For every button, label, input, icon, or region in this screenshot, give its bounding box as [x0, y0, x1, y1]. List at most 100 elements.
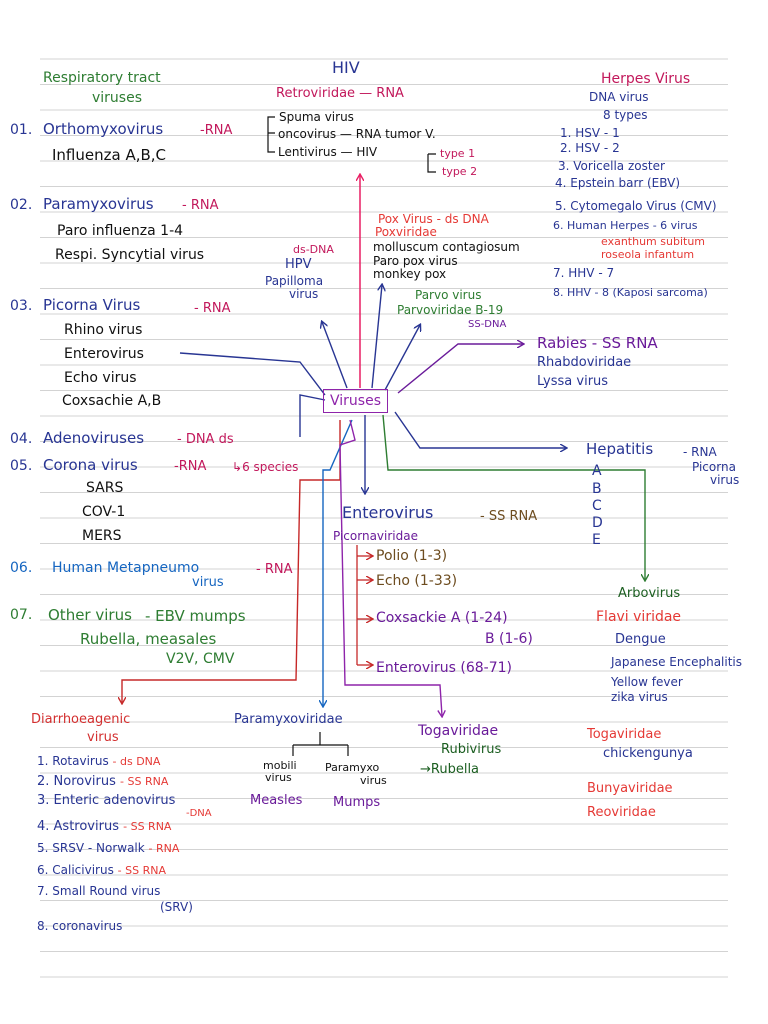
entero-item-entero: Enterovirus (68-71): [376, 660, 512, 676]
diarrhoea-item-2-text: 2. Norovirus: [37, 774, 116, 789]
diarrhoea-item-1-type: - ds DNA: [112, 755, 161, 768]
arbovirus-item-yf: Yellow fever: [611, 675, 683, 689]
arrow-to-paramyxoviridae: [323, 419, 353, 706]
hepatitis-note1: Picorna: [692, 460, 736, 474]
corona-note: ↳6 species: [232, 460, 299, 474]
herpes-item-8: 8. HHV - 8 (Kaposi sarcoma): [553, 286, 708, 299]
diarrhoea-item-6-type: - SS RNA: [117, 864, 166, 877]
hiv-lenti: Lentivirus — HIV: [278, 145, 378, 159]
diarrhoea-item-2: 2. Norovirus - SS RNA: [37, 775, 168, 788]
togaviridae-sub: Rubivirus: [441, 742, 502, 757]
resp-07-name: Other virus: [48, 606, 132, 624]
pox-item-1: molluscum contagiosum: [373, 240, 520, 254]
right-chik: chickengunya: [603, 746, 693, 761]
resp-02-name: Paramyxovirus: [43, 195, 154, 213]
papilloma-name: Papilloma: [265, 274, 324, 288]
arrow-to-arbovirus: [382, 414, 645, 580]
herpes-item-6: 6. Human Herpes - 6 virus: [553, 219, 698, 232]
paramyxo-left-2: virus: [265, 771, 292, 784]
resp-03-num: 03.: [10, 298, 33, 314]
diarrhoea-item-5: 5. SRSV - Norwalk - RNA: [37, 842, 179, 854]
pox-item-3: monkey pox: [373, 267, 447, 281]
herpes-title: Herpes Virus: [601, 71, 691, 87]
diarrhoea-item-5-type: - RNA: [148, 842, 180, 855]
diarrhoea-subtitle: virus: [87, 730, 119, 745]
entero-item-coxsackie-b: B (1-6): [485, 631, 533, 647]
resp-07-num: 07.: [10, 607, 33, 623]
hepatitis-letter-a: A: [592, 463, 602, 479]
herpes-item-2: 2. HSV - 2: [560, 141, 620, 155]
diarrhoea-item-6-text: 6. Calicivirus: [37, 863, 114, 877]
hepatitis-letter-d: D: [592, 515, 603, 531]
respiratory-subtitle: viruses: [92, 90, 143, 106]
resp-04-type: - DNA ds: [177, 432, 234, 447]
enterovirus-type: - SS RNA: [480, 509, 538, 524]
papilloma-hpv: HPV: [285, 257, 312, 272]
hhv6-note-2: roseola infantum: [601, 248, 695, 261]
resp-06-name: Human Metapneumo: [52, 560, 200, 576]
togaviridae-title: Togaviridae: [418, 723, 499, 739]
diarrhoea-item-3: 3. Enteric adenovirus: [37, 793, 176, 808]
rabies-family: Rhabdoviridae: [537, 355, 632, 370]
herpes-item-3: 3. Voricella zoster: [558, 159, 665, 173]
paramyxo-right-1: Paramyxo: [325, 761, 380, 774]
resp-04-name: Adenoviruses: [43, 429, 145, 447]
parvo-type: SS-DNA: [468, 319, 507, 330]
resp-01-sub-0: Influenza A,B,C: [52, 146, 167, 164]
papilloma-type: ds-DNA: [293, 243, 334, 256]
herpes-sub2: 8 types: [603, 108, 648, 122]
pox-family: Poxviridae: [375, 225, 437, 239]
diarrhoea-item-4-type: - SS RNA: [123, 820, 172, 833]
right-toga: Togaviridae: [587, 727, 662, 742]
resp-06-type: - RNA: [256, 562, 293, 577]
entero-item-polio: Polio (1-3): [376, 548, 448, 564]
resp-05-type: -RNA: [174, 459, 207, 474]
arrow-to-rabies: [397, 344, 523, 394]
paramyxoviridae-title: Paramyxoviridae: [234, 712, 343, 727]
hepatitis-title: Hepatitis: [586, 440, 654, 458]
line-enterovirus: [179, 352, 326, 396]
rabies-sub: Lyssa virus: [537, 374, 609, 389]
resp-05-sub-1: COV-1: [82, 504, 126, 520]
pox-title: Pox Virus - ds DNA: [378, 212, 489, 226]
resp-05-num: 05.: [10, 458, 33, 474]
hiv-spuma: Spuma virus: [279, 110, 354, 124]
line-adeno: [299, 394, 326, 437]
arrow-to-togaviridae: [339, 419, 442, 716]
resp-03-sub-2: Echo virus: [64, 370, 137, 386]
hepatitis-letter-b: B: [592, 481, 602, 497]
resp-01-num: 01.: [10, 122, 33, 138]
hepatitis-note2: virus: [710, 473, 740, 487]
resp-03-type: - RNA: [194, 301, 231, 316]
parvo-title: Parvo virus: [415, 288, 482, 302]
paramyxo-mumps: Mumps: [333, 795, 381, 810]
herpes-item-4: 4. Epstein barr (EBV): [555, 176, 681, 190]
hiv-type2: type 2: [442, 165, 478, 178]
resp-04-num: 04.: [10, 431, 33, 447]
right-bunya: Bunyaviridae: [587, 781, 673, 796]
hiv-type1: type 1: [440, 147, 476, 160]
paramyxo-right-2: virus: [360, 774, 387, 787]
herpes-item-1: 1. HSV - 1: [560, 126, 620, 140]
hiv-bracket: [267, 116, 275, 153]
arrow-to-papilloma: [322, 322, 348, 389]
hiv-family: Retroviridae — RNA: [276, 86, 404, 101]
viruses-center-box: Viruses: [323, 389, 388, 413]
resp-02-sub-1: Respi. Syncytial virus: [55, 247, 205, 263]
togaviridae-child: →Rubella: [420, 762, 480, 777]
hiv-type-bracket: [427, 153, 436, 173]
resp-05-name: Corona virus: [43, 456, 138, 474]
hiv-title: HIV: [332, 58, 360, 77]
diarrhoea-item-2-type: - SS RNA: [120, 775, 169, 788]
diarrhoea-title: Diarrhoeagenic: [31, 712, 131, 727]
resp-07-sub-0: Rubella, measales: [80, 630, 217, 648]
paramyxo-left-1: mobili: [263, 759, 297, 772]
arrow-to-hepatitis: [394, 411, 566, 448]
diarrhoea-item-4-text: 4. Astrovirus: [37, 819, 119, 834]
resp-03-sub-0: Rhino virus: [64, 322, 143, 338]
corona-note-text: 6 species: [242, 460, 299, 474]
diarrhoea-item-7: 7. Small Round virus: [37, 884, 161, 898]
herpes-sub1: DNA virus: [589, 90, 649, 104]
hhv6-note-1: exanthum subitum: [601, 235, 706, 248]
